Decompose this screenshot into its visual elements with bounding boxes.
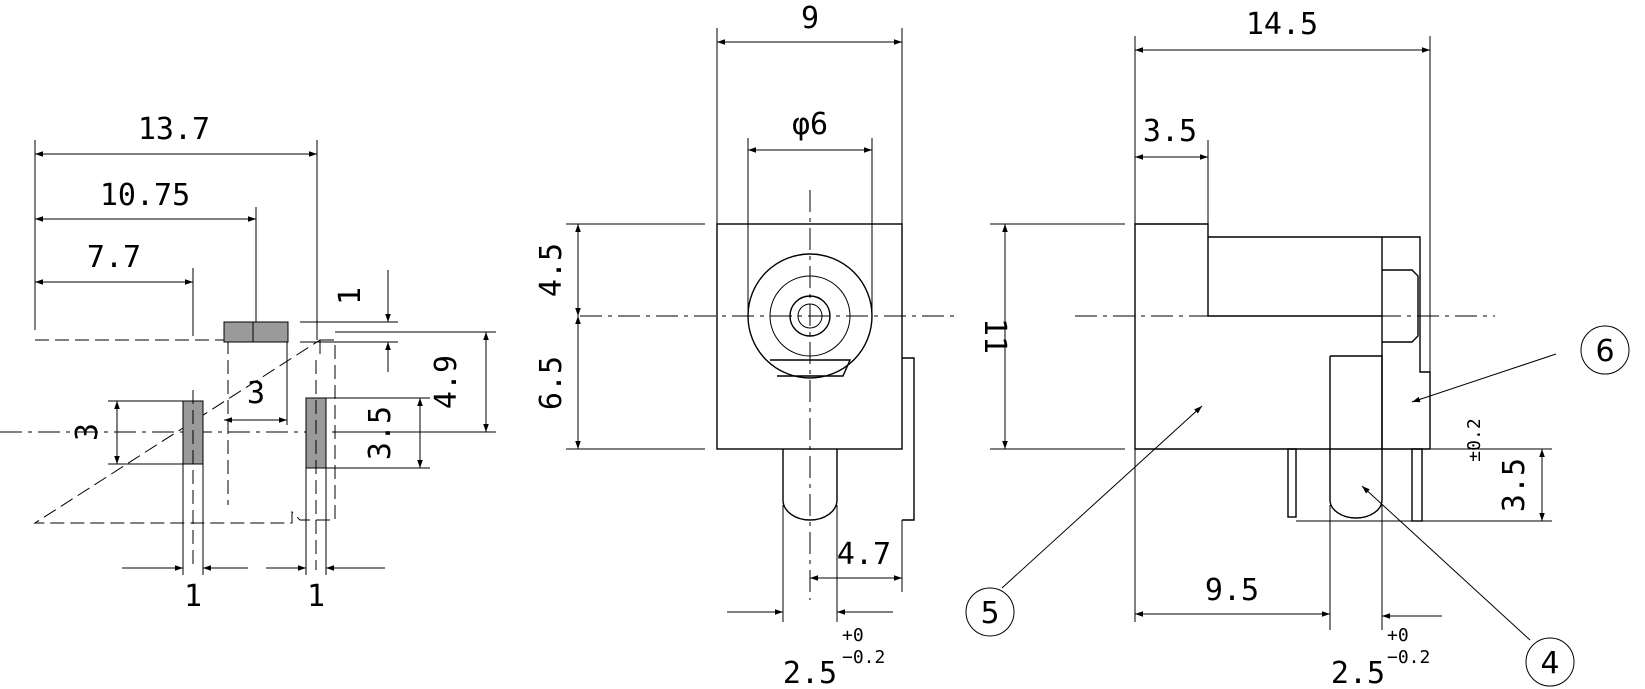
- balloon-4-label: 4: [1540, 646, 1559, 681]
- dim-11: 11: [977, 318, 1012, 354]
- dim-3-5-top: 3.5: [1143, 114, 1197, 149]
- dim-h-3-5: 3.5: [363, 406, 398, 460]
- jack-body-side: [1134, 223, 1383, 450]
- dim-4-9: 4.9: [429, 355, 464, 409]
- dim-w-3-mid: 3: [247, 376, 265, 411]
- pad-top: [223, 321, 289, 343]
- pcb-footprint-outline: [33, 339, 336, 524]
- dim-10-75: 10.75: [100, 178, 190, 213]
- pcb-layout-view: 13.7 10.75 7.7 1 4.9 3 3 3.5: [0, 112, 496, 614]
- balloon-4: [1525, 637, 1575, 687]
- dim-w-1-right: 1: [307, 579, 325, 614]
- pin-front: [782, 449, 838, 521]
- dim-14-5: 14.5: [1246, 7, 1318, 42]
- dim-h-3-left: 3: [70, 423, 105, 441]
- balloon-5: [965, 587, 1015, 637]
- tol-plus-front: +0: [842, 625, 864, 646]
- dim-9: 9: [801, 1, 819, 36]
- dim-2-5-front: 2.5: [783, 656, 837, 689]
- dim-phi6: φ6: [792, 107, 828, 142]
- balloon-6: [1580, 325, 1630, 375]
- tol-minus-side: −0.2: [1387, 647, 1430, 668]
- balloon-6-label: 6: [1595, 334, 1614, 369]
- dim-13-7: 13.7: [138, 112, 210, 147]
- dim-4-5: 4.5: [534, 243, 569, 297]
- side-view: 14.5 3.5 11 9.5 2.5 +0 −0.2 3.5 ±0.2: [965, 7, 1630, 689]
- dim-7-7: 7.7: [87, 240, 141, 275]
- front-view: 9 φ6 4.5 6.5 4.7 2.5 +0 −0.2: [534, 1, 960, 689]
- dim-3-5-right: 3.5: [1497, 458, 1532, 512]
- dim-v-1: 1: [333, 287, 368, 305]
- tol-plus-side: +0: [1387, 625, 1409, 646]
- tol-minus-front: −0.2: [842, 647, 885, 668]
- dim-4-7: 4.7: [837, 537, 891, 572]
- dim-w-1-left: 1: [184, 579, 202, 614]
- pin-side: [1329, 356, 1383, 519]
- tol-pm: ±0.2: [1464, 418, 1485, 461]
- dim-9-5: 9.5: [1205, 573, 1259, 608]
- dim-6-5: 6.5: [534, 356, 569, 410]
- balloon-5-label: 5: [980, 596, 999, 631]
- dim-2-5-side: 2.5: [1331, 656, 1385, 689]
